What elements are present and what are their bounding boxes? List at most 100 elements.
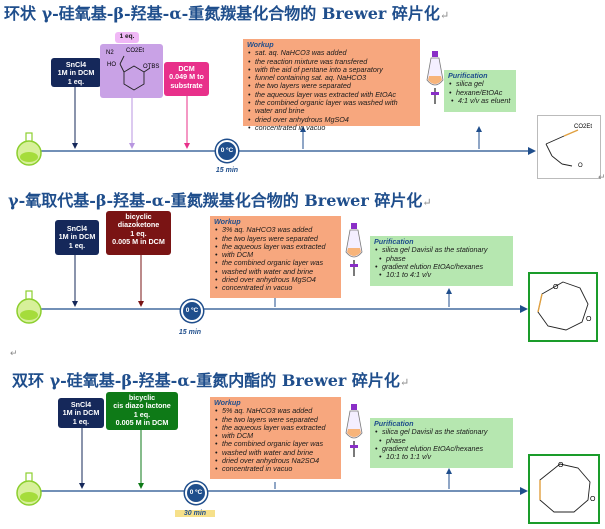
product-label: O [590,496,596,503]
product-label: CO2Et [574,124,593,130]
section-2-temperature-badge: 0 ºC [181,300,203,322]
workup-item: concentrated in vacuo [215,284,337,293]
purification-item-cont: phase [379,436,509,445]
workup-item: sat. aq. NaHCO3 was added [248,48,416,57]
product-label: O [586,316,592,323]
reagent-line: cis diazo lactone [113,401,171,411]
section-1-substrate-box: CO2Et N2 HO OTBS [100,44,163,98]
workup-item-cont: funnel containing sat. aq. NaHCO3 [248,73,416,82]
section-1-substrate-badge: 1 eq. [115,32,139,43]
flask-icon [16,290,42,324]
return-mark: ↵ [10,348,18,358]
section-3-purification-box: Purification silica gel Davisil as the s… [370,418,513,468]
product-label: O [553,284,559,291]
section-3-product-box: O O [528,454,600,524]
workup-item: the aqueous layer was extracted with EtO… [248,90,416,99]
workup-item: dried over anhydrous Na2SO4 [215,456,337,465]
section-3-reagent2-box: bicyclic cis diazo lactone 1 eq. 0.005 M… [106,392,178,430]
section-1-reagent1-box: SnCl4 1M in DCM 1 eq. [51,58,101,87]
workup-item: dried over anhydrous MgSO4 [215,275,337,284]
workup-item-cont: with DCM [215,431,337,440]
section-1-product-box: CO2Et O [537,115,601,179]
substrate-label: CO2Et [126,48,145,54]
return-mark: ↵ [598,172,605,182]
section-3-reagent1-arrowhead [79,483,85,489]
workup-item: dried over anhydrous MgSO4 [248,115,416,124]
product-label: O [578,163,583,169]
purification-title: Purification [448,71,488,80]
reagent-line: 0.005 M in DCM [115,418,169,428]
product-label: O [558,462,564,469]
purification-title: Purification [374,419,414,428]
reagent-line: 1M in DCM [62,408,100,418]
section-3-title-text: 双环 γ-硅氧基-β-羟基-α-重氮内酯的 Brewer 碎片化 [12,371,400,390]
workup-list: 3% aq. NaHCO3 was added the two layers w… [214,225,337,293]
section-1-purification-box: Purification silica gel hexane/EtOAc 4:1… [444,70,516,112]
return-mark: ↵ [399,376,410,389]
workup-item: 5% aq. NaHCO3 was added [215,406,337,415]
purification-item: gradient elution EtOAc/hexanes [375,262,509,271]
workup-item: the combined organic layer was [215,259,337,268]
section-2-arrowhead [520,305,528,313]
workup-title: Workup [214,217,241,226]
section-1-reagent3-box: DCM 0.049 M to substrate [164,62,209,96]
substrate-structure [119,55,151,91]
reagent-line: 1M in DCM [58,232,96,242]
workup-item: the reaction mixture was transfered [248,57,416,66]
section-2-product-box: O O [528,272,598,342]
badge-text: 1 eq. [119,33,135,40]
reagent-line: substrate [170,80,203,90]
purification-item: hexane/EtOAc [449,88,512,97]
workup-title: Workup [214,398,241,407]
section-2-reagent1-box: SnCl4 1M in DCM 1 eq. [55,220,99,255]
workup-item: the two layers were separated [215,415,337,424]
section-2-reagent1-arrowhead [72,301,78,307]
section-2-workup-box: Workup 3% aq. NaHCO3 was added the two l… [210,216,341,298]
flask-icon [16,132,42,166]
reagent-line: 1 eq. [68,240,86,250]
purification-item: silica gel Davisil as the stationary [375,427,509,436]
reagent-line: 1 eq. [67,76,85,86]
section-1-time: 15 min [215,167,239,174]
section-1-arrowhead [528,147,536,155]
section-1-temperature-badge: 0 ºC [216,140,238,162]
workup-item: the combined organic layer was [215,440,337,449]
reagent-line: 1M in DCM [57,68,95,78]
reagent-line: 1 eq. [72,416,90,426]
reagent-line: 1 eq. [130,228,147,238]
reagent-line: bicyclic [125,212,152,221]
purification-title: Purification [374,237,414,246]
section-2-purification-arrowhead [446,288,452,294]
purification-item: silica gel [449,79,512,88]
section-2-title: γ-氧取代基-β-羟基-α-重氮羰基化合物的 Brewer 碎片化↵ [8,187,432,211]
section-3-workup-box: Workup 5% aq. NaHCO3 was added the two l… [210,397,341,479]
purification-item-cont: 10:1 to 1:1 v/v [379,452,509,461]
workup-item-cont: washed with water and brine [215,267,337,276]
separatory-funnel-icon [426,51,444,104]
purification-list: silica gel Davisil as the stationary pha… [374,427,509,461]
section-3-title: 双环 γ-硅氧基-β-羟基-α-重氮内酯的 Brewer 碎片化↵ [12,367,409,391]
section-1-reagent3-arrowhead [184,143,190,149]
workup-item: 3% aq. NaHCO3 was added [215,225,337,234]
product-structure [539,463,591,513]
substrate-label: OTBS [143,64,160,70]
reagent-line: DCM [178,64,195,73]
reagent-line: 0.005 M in DCM [112,237,165,247]
workup-item: the aqueous layer was extracted [215,423,337,432]
purification-item-cont: 4:1 v/v as eluent [451,96,512,105]
product-structure [545,129,579,167]
purification-list: silica gel hexane/EtOAc 4:1 v/v as eluen… [448,79,512,105]
workup-item: the combined organic layer was washed wi… [248,98,416,107]
section-1-title-text: 环状 γ-硅氧基-β-羟基-α-重氮羰基化合物的 Brewer 碎片化 [4,4,440,23]
section-3-temperature-badge: 0 ºC [185,482,207,504]
workup-item: the aqueous layer was extracted [215,242,337,251]
purification-item-cont: 10:1 to 4:1 v/v [379,270,509,279]
reagent-line: SnCl4 [70,400,92,409]
reagent-line: bicyclic [128,393,156,402]
reagent-line: diazoketone [117,220,160,230]
section-1-title: 环状 γ-硅氧基-β-羟基-α-重氮羰基化合物的 Brewer 碎片化↵ [4,0,449,24]
workup-item: the two layers were separated [248,82,416,91]
workup-list: sat. aq. NaHCO3 was added the reaction m… [247,48,416,132]
purification-item: silica gel Davisil as the stationary [375,245,509,254]
section-1-purification-arrowhead [476,126,482,132]
